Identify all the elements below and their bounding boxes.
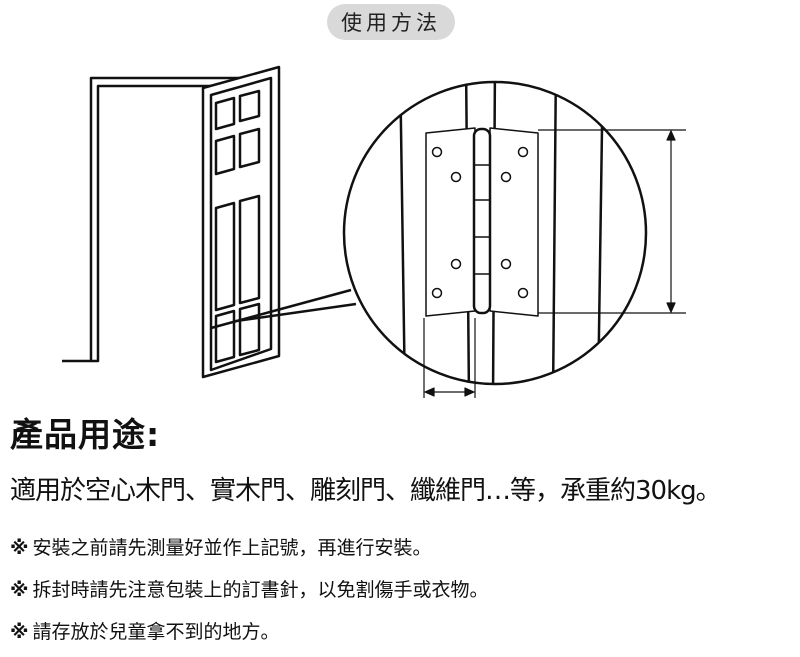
note-item: ※拆封時請先注意包裝上的訂書針，以免割傷手或衣物。 [10, 575, 489, 602]
pointer-line [210, 288, 352, 330]
note-text: 請存放於兒童拿不到的地方。 [32, 621, 280, 643]
width-dimension [423, 318, 476, 398]
product-heading: 產品用途: [10, 415, 161, 454]
height-dimension [538, 129, 686, 314]
hinge-detail [342, 80, 648, 386]
usage-line: 適用於空心木門、實木門、雕刻門、纖維門…等，承重約30kg。 [10, 476, 722, 506]
door-frame [62, 76, 240, 363]
pointer-line [235, 302, 357, 323]
reference-mark-icon: ※ [10, 537, 29, 559]
note-text: 安裝之前請先測量好並作上記號，再進行安裝。 [32, 537, 432, 559]
butt-hinge-icon [425, 127, 539, 317]
open-door-icon [201, 65, 281, 379]
note-item: ※請存放於兒童拿不到的地方。 [10, 617, 280, 644]
note-text: 拆封時請先注意包裝上的訂書針，以免割傷手或衣物。 [32, 579, 489, 601]
reference-mark-icon: ※ [10, 579, 29, 601]
reference-mark-icon: ※ [10, 621, 29, 643]
usage-illustration [62, 65, 686, 398]
note-item: ※安裝之前請先測量好並作上記號，再進行安裝。 [10, 533, 432, 560]
usage-badge: 使用方法 [327, 4, 455, 40]
